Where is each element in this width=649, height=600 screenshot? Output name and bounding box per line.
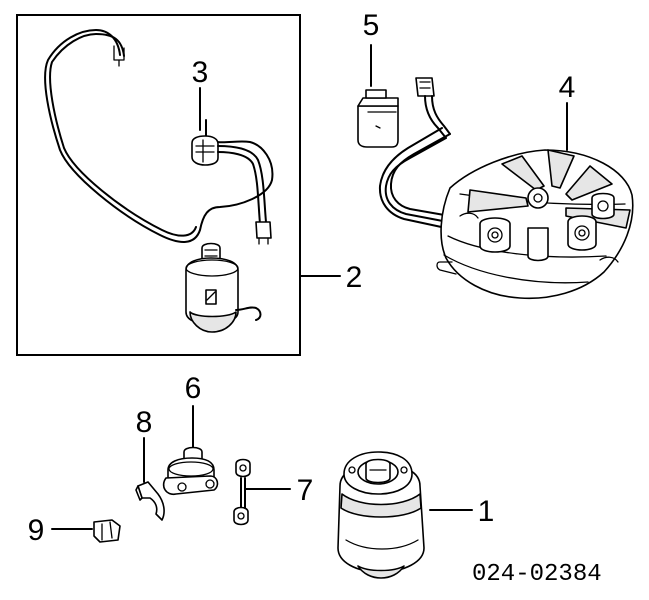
callout-6: 6	[185, 372, 202, 405]
compressor-item-4	[378, 77, 634, 300]
mount-boss-left	[479, 217, 511, 253]
callout-5: 5	[363, 9, 380, 42]
group-box-item-2	[16, 14, 301, 356]
air-spring-item-1	[337, 451, 473, 579]
diagram-code: 024-02384	[472, 561, 602, 588]
mount-boss-right	[567, 215, 597, 251]
height-sensor-item-6	[162, 405, 219, 496]
reservoir-item-2	[185, 242, 262, 333]
valve-item-3	[191, 119, 272, 245]
mount-boss-back	[591, 192, 615, 220]
callout-2: 2	[346, 261, 363, 294]
callout-3: 3	[192, 56, 209, 89]
callout-1: 1	[478, 495, 495, 528]
bracket-item-8	[135, 437, 165, 521]
callout-4: 4	[559, 71, 576, 104]
relay-item-5	[357, 44, 399, 148]
callout-9: 9	[28, 514, 45, 547]
callout-7: 7	[297, 474, 314, 507]
clip-item-9	[51, 519, 121, 543]
callout-8: 8	[136, 406, 153, 439]
link-rod-item-7	[233, 458, 291, 526]
